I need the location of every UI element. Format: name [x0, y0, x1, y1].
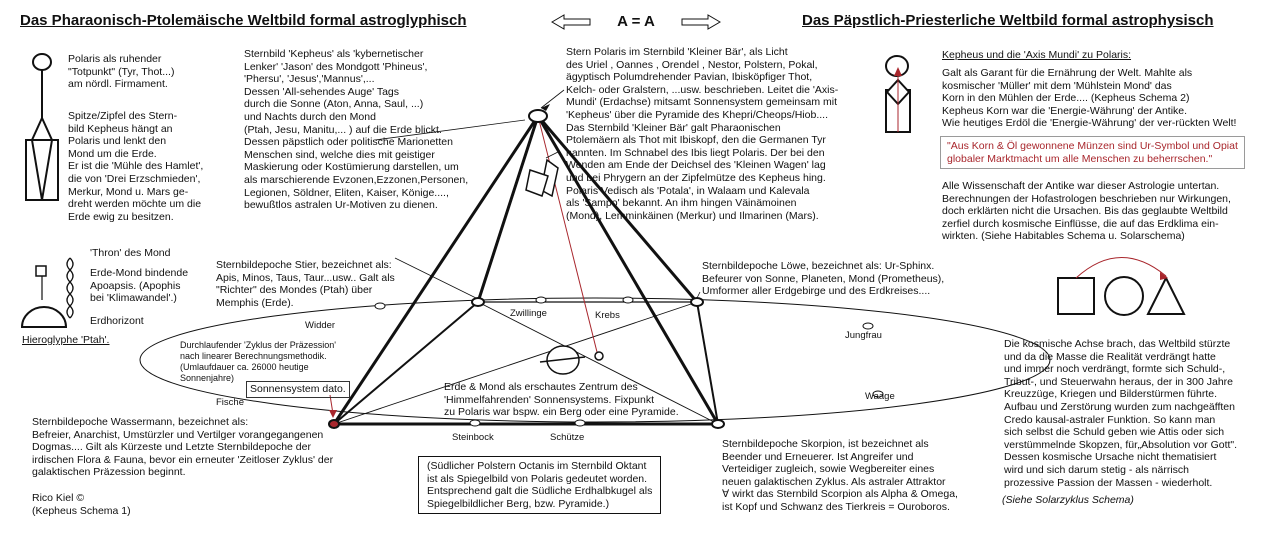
equal-sign-group: A = A: [550, 12, 722, 32]
kepheus-axis-title: Kepheus und die 'Axis Mundi' zu Polaris:: [942, 49, 1132, 61]
suedlicher-box: (Südlicher Polstern Octanis im Sternbild…: [418, 456, 662, 515]
rico-text: Rico Kiel © (Kepheus Schema 1): [32, 492, 131, 517]
zodiac-steinbock: Steinbock: [452, 432, 494, 443]
earth-moon-icon: [539, 345, 604, 375]
wissenschaft-text: Alle Wissenschaft der Antike war dieser …: [942, 180, 1231, 243]
zodiac-fische: Fische: [216, 397, 244, 408]
thron-text: 'Thron' des Mond: [90, 247, 171, 259]
zodiac-schuetze: Schütze: [550, 432, 584, 443]
galt-text: Galt als Garant für die Ernährung der We…: [942, 67, 1237, 130]
spitze-text: Spitze/Zipfel des Stern- bild Kepheus hä…: [68, 110, 204, 223]
zyklus-text: Durchlaufender 'Zyklus der Präzession' n…: [180, 340, 337, 383]
axis-mundi-line: [537, 115, 599, 357]
kepheus-text: Sternbild 'Kepheus' als 'kybernetischer …: [244, 48, 469, 212]
right-header: Das Päpstlich-Priesterliche Weltbild for…: [802, 12, 1214, 29]
polaris-text: Polaris als ruhender "Totpunkt" (Tyr, Th…: [68, 53, 175, 91]
solarzyklus-text: (Siehe Solarzyklus Schema): [1002, 494, 1134, 506]
sonnensystem-dato-box: Sonnensystem dato.: [246, 381, 350, 398]
stier-text: Sternbildepoche Stier, bezeichnet als: A…: [216, 259, 395, 309]
zodiac-waage: Waage: [865, 391, 895, 402]
kepheus-figure-icon: [525, 158, 559, 198]
wassermann-text: Sternbildepoche Wassermann, bezeichnet a…: [32, 416, 334, 479]
hieroglyphe-text: Hieroglyphe 'Ptah'.: [22, 334, 110, 346]
square-circle-triangle-icon: [1057, 275, 1186, 316]
zodiac-widder: Widder: [305, 320, 335, 331]
zodiac-krebs: Krebs: [595, 310, 620, 321]
zodiac-jungfrau: Jungfrau: [845, 330, 882, 341]
twisted-rope-icon: [66, 257, 74, 319]
erde-mond-zentrum-text: Erde & Mond als erschautes Zentrum des '…: [444, 381, 679, 419]
center-header: A = A: [617, 13, 655, 30]
pyramid: [332, 115, 720, 426]
arc-arrow: [1075, 257, 1167, 279]
zodiac-zwillinge: Zwillinge: [510, 308, 547, 319]
zodiac-ellipse: [139, 297, 1051, 423]
apex-polaris: [528, 109, 548, 123]
loewe-text: Sternbildepoche Löwe, bezeichnet als: Ur…: [702, 260, 945, 298]
erde-mond-text: Erde-Mond bindende Apoapsis. (Apophis be…: [90, 267, 189, 305]
quote-box: "Aus Korn & Öl gewonnene Münzen sind Ur-…: [940, 136, 1245, 170]
erdhorizont-text: Erdhorizont: [90, 315, 144, 327]
polaris-hieroglyph-icon: [20, 53, 68, 328]
wassermann-marker: [328, 419, 340, 429]
stern-polaris-text: Stern Polaris im Sternbild 'Kleiner Bär'…: [566, 46, 839, 222]
left-header: Das Pharaonisch-Ptolemäische Weltbild fo…: [20, 12, 467, 29]
skorpion-text: Sternbildepoche Skorpion, ist bezeichnet…: [722, 438, 958, 513]
achse-text: Die kosmische Achse brach, das Weltbild …: [1004, 338, 1238, 489]
double-arrow-icon: [551, 14, 721, 30]
